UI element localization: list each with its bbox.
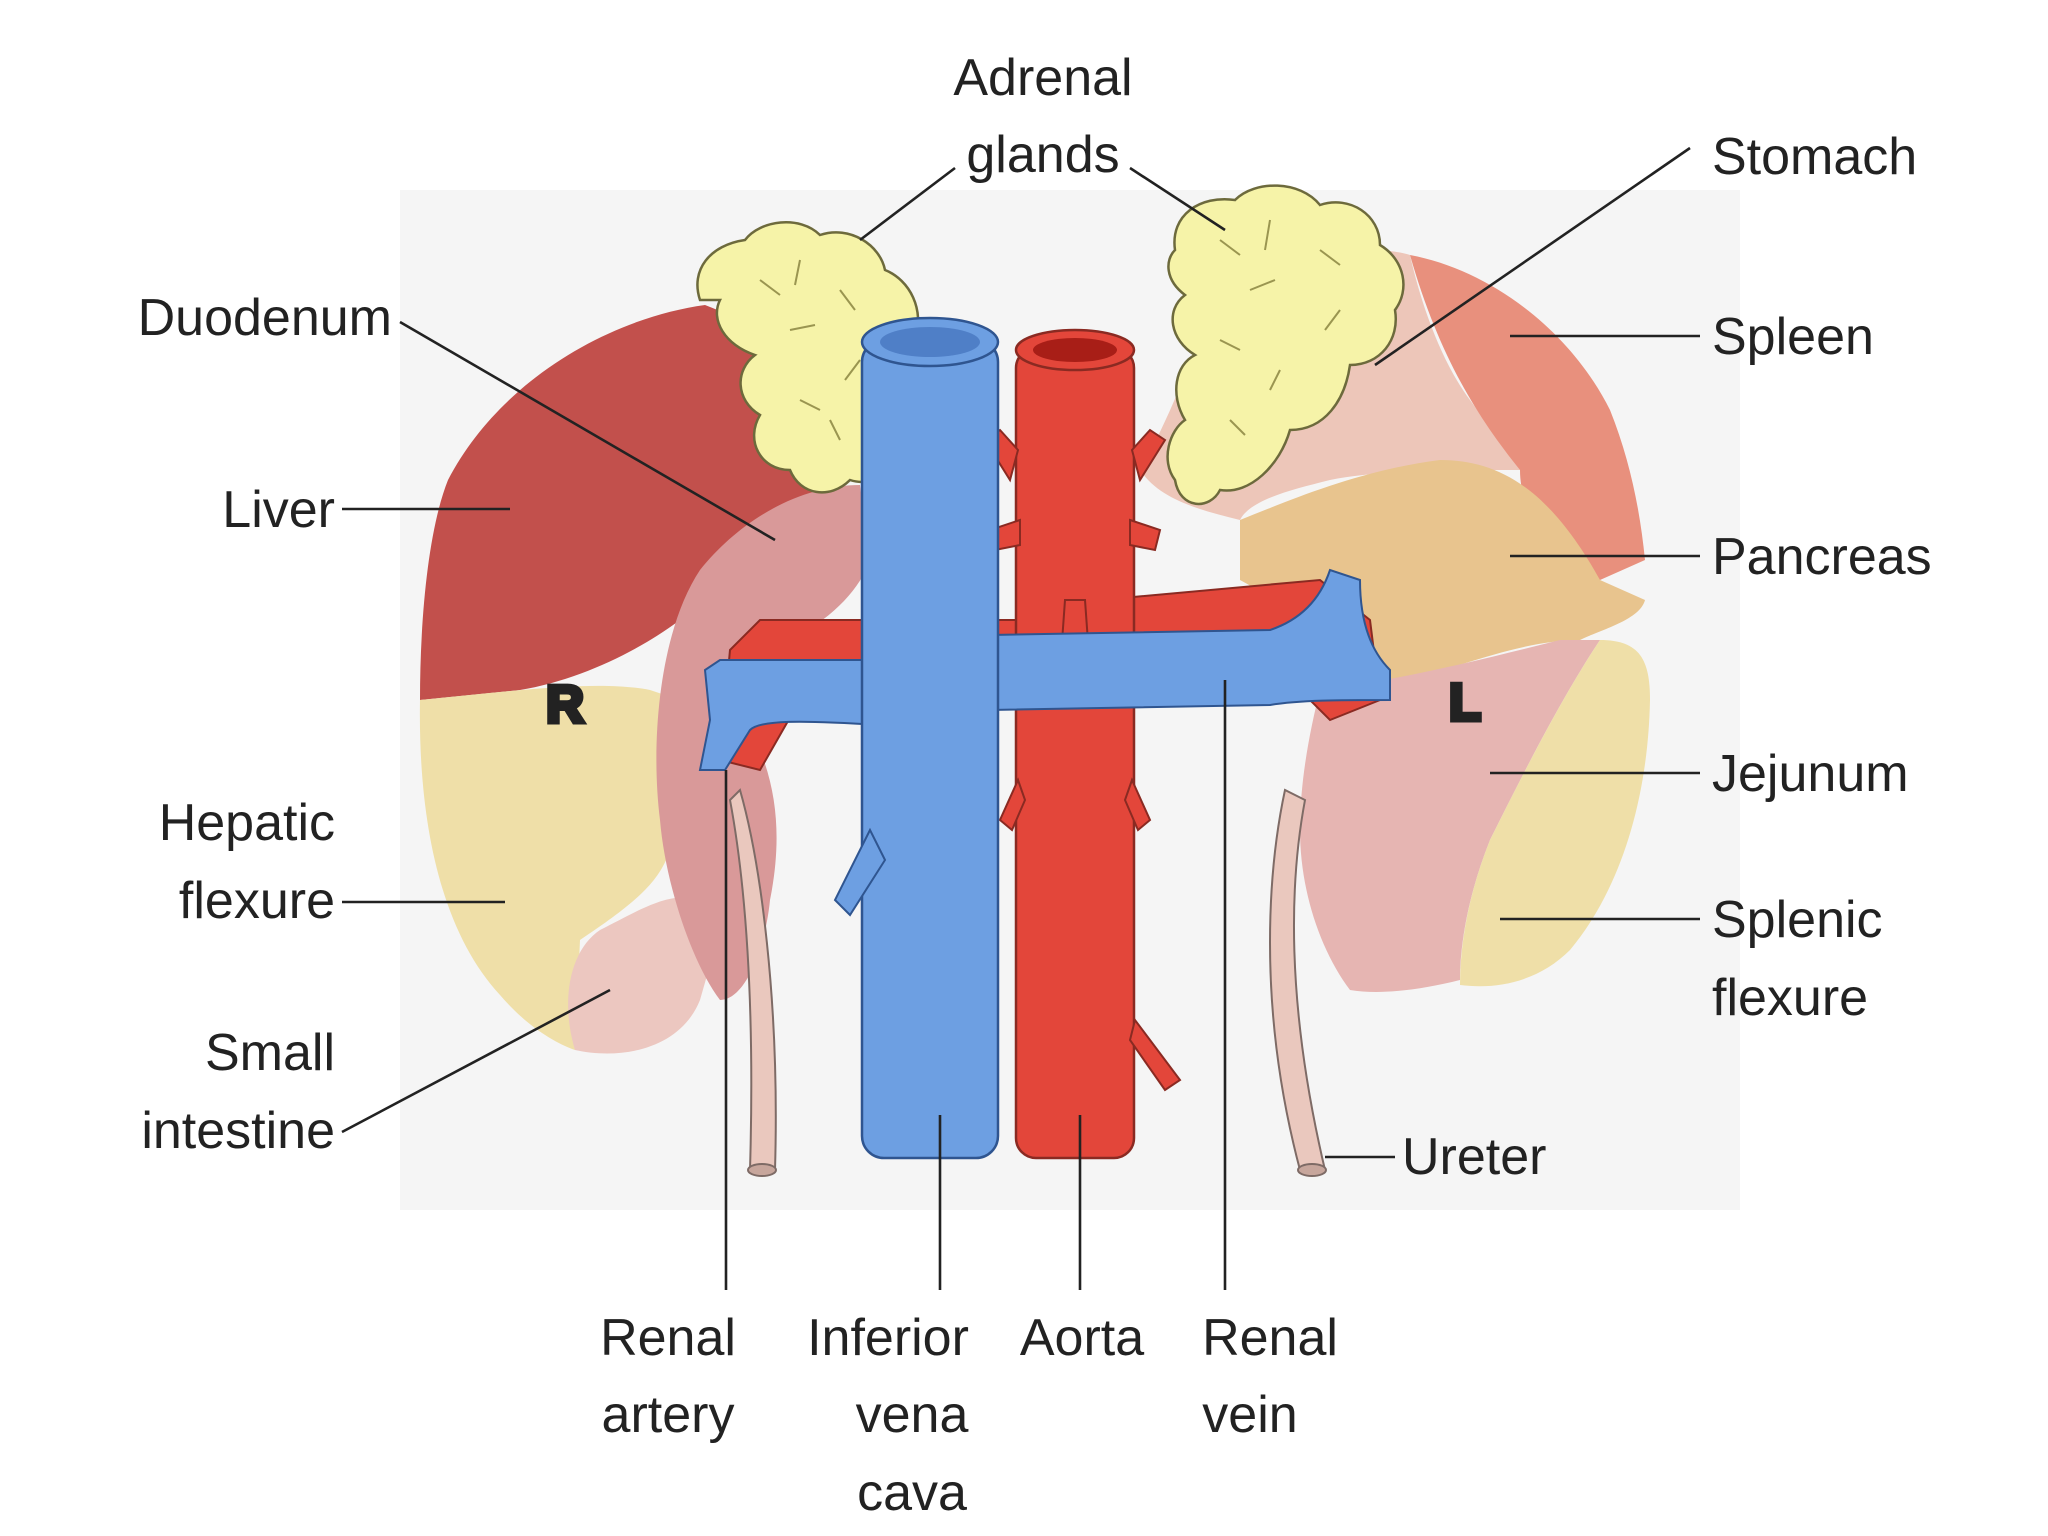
labels: Adrenal glands Stomach Duodenum Spleen L… <box>138 49 1932 1522</box>
left-adrenal-gland <box>1166 184 1405 506</box>
leader-adrenal-left <box>1129 166 1226 232</box>
leader-duodenum <box>399 320 776 542</box>
label-small-intestine-line2: intestine <box>141 1102 335 1160</box>
spleen-region <box>1410 255 1645 580</box>
label-renal-artery-line1: Renal <box>600 1309 736 1367</box>
small-intestine-region <box>568 897 720 1054</box>
label-renal-artery-line2: artery <box>602 1386 735 1444</box>
ivc-gonadal-branch <box>833 827 887 917</box>
label-small-intestine-line1: Small <box>205 1024 335 1082</box>
left-side-marker: L <box>1449 674 1481 732</box>
duodenum-region <box>656 485 870 1000</box>
label-splenic-flexure-line2: flexure <box>1712 969 1868 1027</box>
label-stomach: Stomach <box>1712 128 1917 186</box>
label-pancreas: Pancreas <box>1712 528 1932 586</box>
label-ivc-line3: cava <box>857 1464 967 1522</box>
jejunum-region <box>1300 640 1600 992</box>
ureters <box>728 788 1327 1177</box>
hepatic-flexure-region <box>419 685 690 1050</box>
label-adrenal-glands-line1: Adrenal <box>953 49 1132 107</box>
label-liver: Liver <box>222 481 335 539</box>
leader-lines <box>341 146 1700 1290</box>
right-ureter-end <box>747 1163 777 1177</box>
label-ivc-line1: Inferior <box>807 1309 969 1367</box>
label-splenic-flexure-line1: Splenic <box>1712 891 1883 949</box>
inferior-vena-cava <box>833 316 1000 1160</box>
liver-region <box>420 305 840 700</box>
right-renal-vein <box>698 659 881 771</box>
left-renal-vein <box>989 568 1391 712</box>
right-side-marker: R <box>546 676 584 734</box>
leader-small-intestine <box>341 988 611 1134</box>
leader-adrenal-right <box>859 166 956 242</box>
adrenal-texture <box>759 219 1341 441</box>
splenic-flexure-region <box>1460 640 1650 987</box>
aorta-lumen <box>1033 338 1117 362</box>
label-duodenum: Duodenum <box>138 289 392 347</box>
right-kidney <box>419 305 870 1054</box>
label-hepatic-flexure-line2: flexure <box>179 872 335 930</box>
renal-veins <box>698 568 1391 771</box>
label-renal-vein-line2: vein <box>1202 1386 1297 1444</box>
label-hepatic-flexure-line1: Hepatic <box>159 794 335 852</box>
aorta-trunk <box>1014 346 1136 1160</box>
label-adrenal-glands-line2: glands <box>966 126 1119 184</box>
label-ivc-line2: vena <box>856 1386 969 1444</box>
ivc-trunk <box>860 338 1000 1160</box>
left-ureter-end <box>1297 1163 1327 1177</box>
label-renal-vein-line1: Renal <box>1202 1309 1338 1367</box>
leader-stomach <box>1374 146 1691 367</box>
label-ureter: Ureter <box>1402 1128 1546 1186</box>
label-jejunum: Jejunum <box>1712 745 1909 803</box>
label-spleen: Spleen <box>1712 308 1874 366</box>
label-aorta: Aorta <box>1020 1309 1144 1367</box>
ivc-lumen <box>880 327 980 357</box>
